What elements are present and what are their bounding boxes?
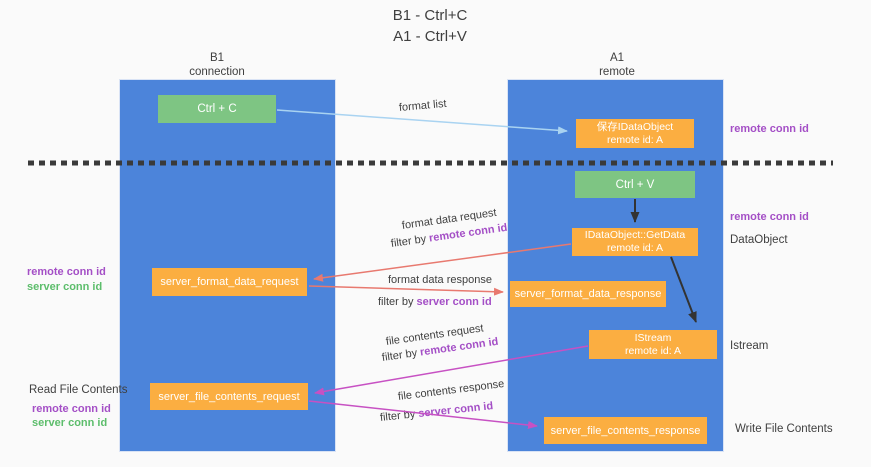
left-column-name: B1 — [209, 52, 225, 64]
right-column-header: A1 remote — [557, 51, 677, 79]
left-conn-id-block: remote conn id server conn id — [27, 265, 106, 295]
ctrl-v-label: Ctrl + V — [615, 178, 655, 191]
node-server-file-contents-request: server_file_contents_request — [150, 383, 308, 410]
server-file-contents-request-label: server_file_contents_request — [158, 390, 300, 403]
left-server-conn-id-bottom: server conn id — [32, 417, 108, 429]
save-idataobject-label: 保存IDataObject — [596, 120, 674, 133]
node-ctrl-v: Ctrl + V — [575, 171, 695, 198]
filter-by-text: filter by — [390, 232, 430, 250]
diagram-title: B1 - Ctrl+C A1 - Ctrl+V — [330, 5, 530, 47]
arrow-format-data-response — [308, 285, 504, 296]
file-contents-response-label: file contents response — [397, 378, 505, 403]
istream-remote-id: remote id: A — [624, 344, 682, 357]
server-format-data-request-label: server_format_data_request — [160, 276, 299, 288]
right-write-file-contents-label: Write File Contents — [735, 423, 833, 435]
node-server-format-data-response: server_format_data_response — [510, 281, 666, 307]
left-remote-conn-id: remote conn id — [27, 266, 106, 278]
node-server-format-data-request: server_format_data_request — [152, 268, 307, 296]
node-istream: IStream remote id: A — [589, 330, 717, 359]
left-remote-conn-id-bottom: remote conn id — [32, 403, 111, 415]
save-idataobject-remote-id: remote id: A — [606, 133, 664, 146]
format-list-label: format list — [398, 97, 448, 114]
getdata-label: IDataObject::GetData — [584, 229, 686, 241]
left-column-header: B1 connection — [157, 51, 277, 79]
filter-by-text: filter by — [381, 346, 421, 364]
right-column-role: remote — [599, 66, 635, 78]
right-dataobject-label: DataObject — [730, 234, 788, 246]
istream-label: IStream — [634, 331, 672, 344]
title-line-1: B1 - Ctrl+C — [392, 7, 468, 24]
server-conn-id-key: server conn id — [417, 400, 494, 420]
node-idataobject-getdata: IDataObject::GetData remote id: A — [572, 228, 698, 256]
filter-by-text: filter by — [379, 408, 419, 424]
server-file-contents-response-label: server_file_contents_response — [550, 424, 701, 437]
title-line-2: A1 - Ctrl+V — [393, 28, 467, 45]
file-contents-response-filter-label: filter by server conn id — [379, 400, 493, 424]
format-data-response-filter-label: filter by server conn id — [378, 296, 492, 308]
left-server-conn-id: server conn id — [27, 281, 103, 293]
format-data-response-label: format data response — [388, 274, 492, 286]
right-remote-conn-id-top: remote conn id — [730, 123, 809, 135]
right-column-name: A1 — [609, 52, 625, 64]
filter-by-text: filter by — [378, 296, 417, 308]
right-remote-conn-id-mid: remote conn id — [730, 211, 809, 223]
left-read-file-contents-label: Read File Contents — [29, 384, 128, 396]
getdata-remote-id: remote id: A — [606, 242, 664, 254]
node-save-idataobject: 保存IDataObject remote id: A — [576, 119, 694, 148]
ctrl-c-label: Ctrl + C — [197, 103, 237, 115]
server-conn-id-key: server conn id — [416, 296, 492, 308]
server-format-data-response-label: server_format_data_response — [514, 288, 662, 300]
right-istream-label: Istream — [730, 340, 769, 352]
left-column-role: connection — [189, 66, 245, 78]
node-ctrl-c: Ctrl + C — [158, 95, 276, 123]
node-server-file-contents-response: server_file_contents_response — [544, 417, 707, 444]
